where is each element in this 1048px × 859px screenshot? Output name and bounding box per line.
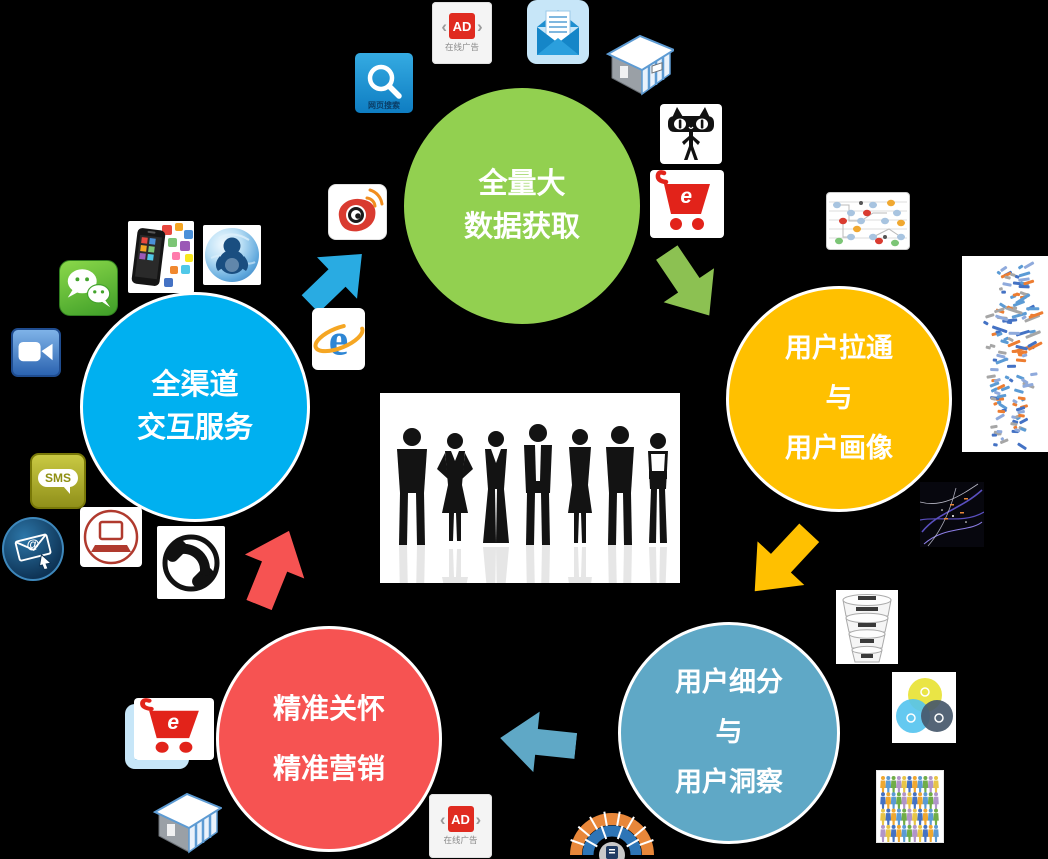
cart-letter: e bbox=[167, 710, 180, 734]
arrow-insight-to-marketing-icon bbox=[496, 700, 580, 784]
shopping-cart-icon bbox=[655, 170, 710, 230]
weibo-eye-icon bbox=[338, 188, 384, 232]
at-sign: @ bbox=[26, 536, 40, 552]
three-circle-venn-icon bbox=[896, 678, 953, 733]
flowchart-thumbnail bbox=[826, 192, 910, 250]
store-icon-left bbox=[150, 784, 222, 856]
tmall-icon bbox=[660, 104, 722, 164]
store-icon-top bbox=[604, 26, 674, 98]
telephone-icon bbox=[157, 526, 225, 599]
network-graph-icon bbox=[920, 483, 984, 547]
circle-data-acquisition-line2: 数据获取 bbox=[463, 211, 580, 243]
ad-mark: ‹ AD › bbox=[441, 13, 483, 39]
business-people-image bbox=[380, 393, 680, 583]
video-call-icon bbox=[11, 328, 61, 377]
left-angle-icon: ‹ bbox=[439, 809, 446, 829]
circle-data-acquisition-line1: 全量大 bbox=[478, 167, 566, 200]
right-angle-icon: › bbox=[477, 16, 483, 36]
magnifier-icon bbox=[367, 64, 402, 99]
wordcloud-figure bbox=[983, 261, 1044, 450]
sms-icon: SMS bbox=[30, 453, 86, 509]
circle-omnichannel-service-line1: 全渠道 bbox=[151, 368, 239, 401]
web-search-icon: 网页搜索 bbox=[355, 53, 413, 113]
video-camera-icon bbox=[18, 341, 53, 362]
circle-user-insight-line3: 用户洞察 bbox=[675, 766, 783, 797]
gauge-icon bbox=[570, 811, 654, 859]
speech-bubble-tail bbox=[62, 485, 70, 494]
ad-mark: ‹ AD › bbox=[440, 806, 481, 832]
circle-omnichannel-service-line2: 交互服务 bbox=[136, 412, 253, 444]
laptop-icon bbox=[83, 509, 139, 565]
people-silhouettes bbox=[380, 393, 680, 583]
circle-user-profiling-line3: 用户画像 bbox=[785, 432, 893, 463]
online-ad-label: 在线广告 bbox=[443, 835, 478, 845]
wechat-icon bbox=[59, 260, 118, 316]
circle-data-acquisition: 全量大 数据获取 bbox=[404, 88, 640, 324]
smartphone-apps-icon bbox=[131, 223, 193, 287]
mobile-apps-image bbox=[128, 221, 194, 293]
crowd-grid-image bbox=[876, 770, 944, 843]
circle-precision-marketing-line1: 精准关怀 bbox=[272, 692, 385, 724]
circle-user-insight-line1: 用户细分 bbox=[675, 667, 783, 698]
online-ad-label: 在线广告 bbox=[444, 42, 479, 52]
online-ad-icon-bottom: ‹ AD › 在线广告 bbox=[429, 794, 492, 858]
cart-letter: e bbox=[680, 185, 693, 209]
chat-bubbles-icon bbox=[67, 269, 111, 308]
ad-badge: AD bbox=[447, 806, 474, 832]
ad-badge: AD bbox=[449, 13, 475, 39]
envelope-icon bbox=[537, 10, 579, 55]
process-flow-icon bbox=[829, 199, 907, 247]
stacked-cups-icon bbox=[842, 594, 892, 663]
circle-omnichannel-service: 全渠道 交互服务 bbox=[80, 292, 310, 522]
envelope-outline-icon bbox=[14, 533, 52, 571]
email-icon-top bbox=[527, 0, 589, 64]
ie-orbit-icon bbox=[313, 322, 365, 354]
circle-user-profiling-line1: 用户拉通 bbox=[785, 333, 893, 364]
store-building-icon bbox=[152, 792, 222, 854]
shopping-cart-icon bbox=[140, 698, 199, 753]
arrow-acquisition-to-profiling-icon bbox=[635, 231, 741, 337]
crowd-figures bbox=[880, 776, 939, 842]
tmall-cat-icon bbox=[668, 107, 714, 160]
left-angle-icon: ‹ bbox=[441, 16, 447, 36]
phone-handset-icon bbox=[162, 534, 220, 592]
qq-image-box bbox=[203, 225, 261, 285]
weibo-icon bbox=[328, 184, 387, 240]
store-building-icon bbox=[605, 34, 674, 96]
sms-label: SMS bbox=[37, 468, 78, 487]
ecommerce-cart-icon-left: e bbox=[134, 698, 214, 760]
right-angle-icon: › bbox=[475, 809, 482, 829]
arrow-profiling-to-insight-icon bbox=[725, 505, 838, 618]
venn-diagram-icon bbox=[892, 672, 956, 743]
circle-user-insight-line2: 与 bbox=[715, 717, 743, 748]
arrow-marketing-to-service-icon bbox=[222, 516, 326, 620]
email-at-icon: @ bbox=[2, 517, 64, 581]
network-visualization-image bbox=[920, 482, 984, 547]
ie-browser-icon: e bbox=[312, 308, 365, 370]
web-search-label: 网页搜索 bbox=[368, 101, 400, 110]
dashboard-gauge-icon bbox=[568, 794, 656, 859]
online-ad-icon-top: ‹ AD › 在线广告 bbox=[432, 2, 492, 64]
segmentation-funnel-image bbox=[836, 590, 898, 664]
wordcloud-person-image bbox=[962, 256, 1048, 452]
qq-penguin-icon bbox=[210, 233, 256, 274]
circle-user-insight: 用户细分 与 用户洞察 bbox=[618, 622, 840, 844]
ecommerce-cart-icon-right: e bbox=[650, 170, 724, 238]
qq-globe-icon bbox=[205, 228, 259, 282]
circle-precision-marketing-line2: 精准营销 bbox=[272, 753, 385, 784]
circle-user-profiling: 用户拉通 与 用户画像 bbox=[726, 286, 952, 512]
arrow-service-to-acquisition-icon bbox=[285, 228, 387, 330]
online-service-laptop-icon bbox=[80, 507, 142, 567]
circle-user-profiling-line2: 与 bbox=[825, 383, 853, 414]
circle-precision-marketing: 精准关怀 精准营销 bbox=[216, 626, 442, 852]
